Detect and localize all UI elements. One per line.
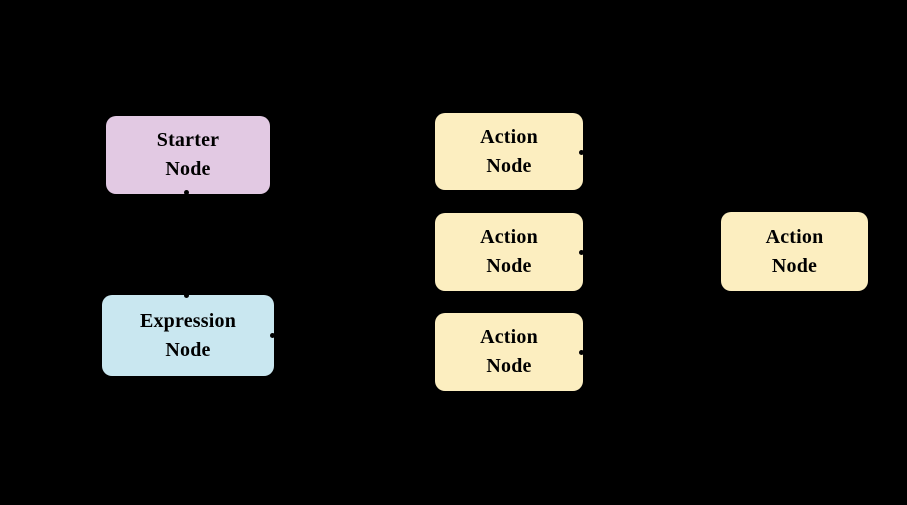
- action-node-label: Action Node: [765, 225, 824, 277]
- expression-node: Expression Node: [102, 295, 274, 376]
- connector-dot: [579, 350, 584, 355]
- connector-dot: [579, 150, 584, 155]
- action-node: Action Node: [435, 213, 583, 291]
- starter-node: Starter Node: [106, 116, 270, 194]
- action-node-label: Action Node: [480, 226, 538, 277]
- connector-dot: [184, 293, 189, 298]
- expression-node-label: Expression Node: [139, 309, 237, 361]
- action-node-label: Action Node: [480, 326, 538, 377]
- connector-dot: [579, 250, 584, 255]
- connector-dot: [270, 333, 275, 338]
- action-node: Action Node: [721, 212, 868, 291]
- action-node-label: Action Node: [480, 125, 538, 177]
- starter-node-label: Starter Node: [156, 129, 220, 180]
- action-node: Action Node: [435, 313, 583, 391]
- action-node: Action Node: [435, 113, 583, 190]
- connector-dot: [184, 190, 189, 195]
